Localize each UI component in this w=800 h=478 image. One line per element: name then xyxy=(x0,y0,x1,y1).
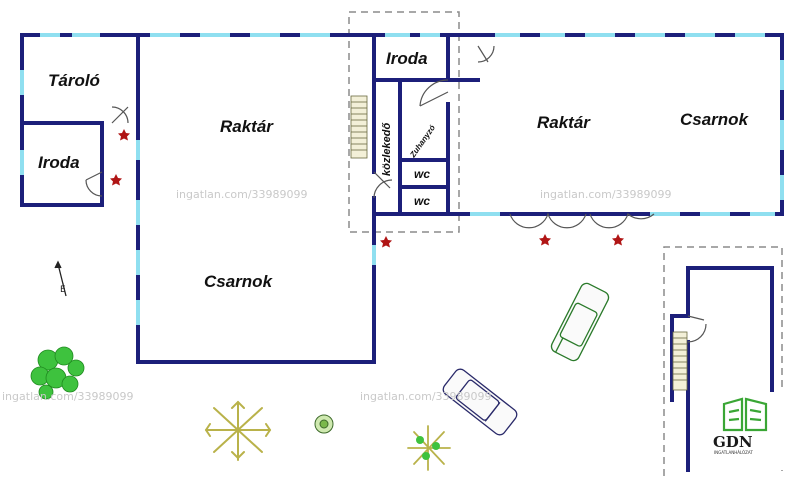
label-wc2: wc xyxy=(414,194,430,208)
label-iroda-center: Iroda xyxy=(386,49,428,68)
room-labels: Tároló Iroda Raktár Csarnok Iroda közlek… xyxy=(38,49,750,291)
svg-text:ingatlan.com/33989099: ingatlan.com/33989099 xyxy=(2,390,134,403)
label-iroda-left: Iroda xyxy=(38,153,80,172)
logo-name: GDN xyxy=(713,433,753,451)
label-kozlekedo: közlekedő xyxy=(381,123,393,176)
svg-text:É: É xyxy=(60,283,66,295)
label-raktar-left: Raktár xyxy=(220,117,274,136)
label-zuhanyzo: Zuhanyzó xyxy=(408,123,437,160)
brand-logo: GDN INGATLANHÁLÓZAT xyxy=(708,392,792,470)
car-icon xyxy=(550,282,610,362)
entrance-star-icon xyxy=(118,129,130,141)
car-icon xyxy=(442,368,518,436)
svg-text:ingatlan.com/33989099: ingatlan.com/33989099 xyxy=(540,188,672,201)
tree-icon xyxy=(314,414,334,434)
tree-icon xyxy=(416,436,440,460)
svg-text:ingatlan.com/33989099: ingatlan.com/33989099 xyxy=(176,188,308,201)
logo-tagline: INGATLANHÁLÓZAT xyxy=(714,450,753,455)
entrance-star-icon xyxy=(380,236,392,248)
north-arrow-icon: É xyxy=(54,260,67,297)
stairs-right xyxy=(672,331,688,391)
label-csarnok-right: Csarnok xyxy=(680,110,750,129)
tree-icon xyxy=(204,400,272,461)
entrance-markers xyxy=(110,129,624,248)
tree-icon xyxy=(30,346,85,400)
walls xyxy=(20,33,784,472)
windows xyxy=(20,33,784,325)
dashed-outlines xyxy=(348,11,783,476)
label-taroló: Tároló xyxy=(48,71,100,90)
label-csarnok-left: Csarnok xyxy=(204,272,274,291)
entrance-star-icon xyxy=(110,174,122,186)
label-wc1: wc xyxy=(414,167,430,181)
tree-icon xyxy=(407,425,451,471)
logo-emblem-icon xyxy=(722,397,768,432)
entrance-star-icon xyxy=(539,234,551,246)
label-raktar-right: Raktár xyxy=(537,113,591,132)
doors xyxy=(85,45,707,343)
watermarks: ingatlan.com/33989099 ingatlan.com/33989… xyxy=(2,188,672,403)
entrance-star-icon xyxy=(612,234,624,246)
svg-text:ingatlan.com/33989099: ingatlan.com/33989099 xyxy=(360,390,492,403)
stairs-center xyxy=(350,95,368,159)
